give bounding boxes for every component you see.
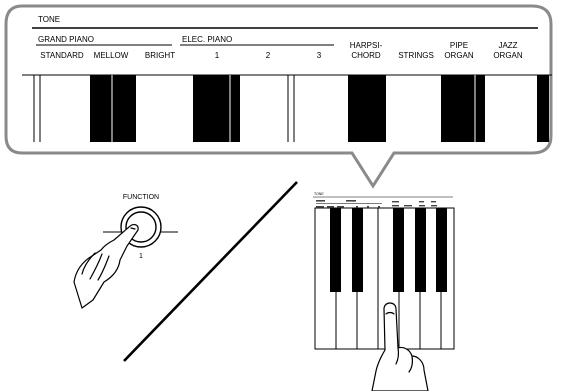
callout-outline (4, 4, 553, 189)
mini-tone-label (419, 205, 425, 207)
tone-label-bright: BRIGHT (145, 51, 175, 60)
black-key[interactable] (330, 208, 341, 292)
mini-tone-label (337, 206, 344, 208)
black-key[interactable] (415, 208, 426, 292)
pressing-finger-icon (371, 302, 429, 391)
tone-label-jazz-organ-line1: JAZZ (498, 41, 517, 50)
tone-label-elec-piano-1: 1 (215, 51, 220, 60)
tone-callout-panel: TONE GRAND PIANO ELEC. PIANO STANDARD ME… (4, 4, 553, 189)
black-key (441, 75, 485, 142)
mini-tone-label (392, 205, 399, 207)
function-button-label: FUNCTION (123, 194, 159, 201)
panel-heading: TONE (38, 15, 60, 24)
tone-label-harpsichord-line2: CHORD (351, 51, 381, 60)
mini-tone-label (419, 201, 424, 203)
tone-label-pipe-organ-line1: PIPE (450, 41, 468, 50)
tone-label-standard: STANDARD (40, 51, 84, 60)
mini-tone-label (431, 201, 436, 203)
function-step-number: 1 (139, 253, 143, 260)
mini-keyboard-illustration: TONE (313, 192, 455, 391)
mini-group-rule (346, 203, 382, 204)
black-key[interactable] (393, 208, 404, 292)
tone-label-mellow: MELLOW (94, 51, 129, 60)
tone-labels: STANDARD MELLOW BRIGHT 1 2 3 HARPSI- CHO… (40, 41, 523, 60)
black-key (348, 75, 386, 142)
black-key[interactable] (352, 208, 363, 292)
mini-tone-label (404, 205, 412, 207)
mini-tone-label (316, 206, 324, 208)
tone-label-harpsichord-line1: HARPSI- (350, 41, 383, 50)
tone-label-strings: STRINGS (398, 51, 434, 60)
group-label-grand-piano: GRAND PIANO (38, 35, 94, 44)
mini-tone-label (392, 201, 399, 203)
mini-group-label (346, 200, 356, 202)
mini-tone-labels (316, 200, 437, 208)
group-label-elec-piano: ELEC. PIANO (182, 35, 232, 44)
black-key (537, 75, 549, 142)
mini-tone-label (431, 205, 437, 207)
tone-label-elec-piano-2: 2 (266, 51, 271, 60)
mini-keyboard-heading: TONE (314, 192, 324, 196)
mini-tone-label (356, 206, 358, 208)
mini-tone-label (327, 206, 334, 208)
tone-label-jazz-organ-line2: ORGAN (493, 51, 523, 60)
pointing-hand-icon (73, 224, 139, 309)
tone-label-elec-piano-3: 3 (317, 51, 322, 60)
mini-tone-label (367, 206, 369, 208)
black-key (193, 75, 240, 142)
mini-group-rule (316, 203, 346, 204)
function-button-illustration: FUNCTION 1 (73, 194, 178, 309)
black-key[interactable] (436, 208, 447, 292)
black-key (90, 75, 136, 142)
zoomed-keyboard (22, 74, 552, 142)
tone-label-pipe-organ-line2: ORGAN (444, 51, 474, 60)
section-divider-line (123, 181, 298, 362)
mini-keys (314, 207, 455, 350)
mini-tone-label (378, 206, 380, 208)
mini-group-label (316, 200, 325, 202)
